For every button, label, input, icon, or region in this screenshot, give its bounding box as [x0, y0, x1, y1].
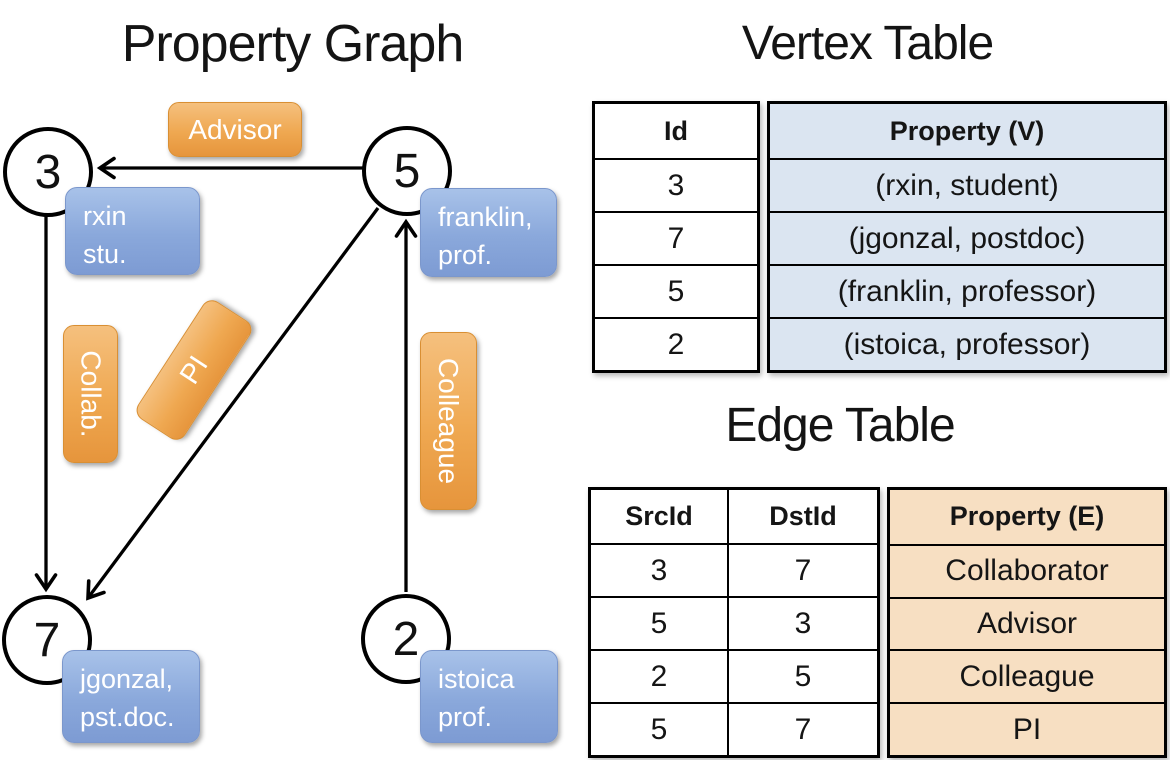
vertex-node-3: 3: [3, 127, 93, 217]
vertex-table-title: Vertex Table: [741, 17, 994, 70]
vertex-table-id-header: Id: [664, 115, 688, 146]
edge-table-property-header: Property (E): [949, 501, 1105, 532]
edge-label-colleague-text: Colleague: [433, 357, 465, 485]
vertex-table-property-cell: (jgonzal, postdoc): [770, 211, 1164, 264]
edge-table-property-cell: Colleague: [890, 649, 1164, 702]
vertex-label-rxin: rxin stu.: [65, 187, 200, 275]
vertex-table-property-column: Property (V) (rxin, student) (jgonzal, p…: [767, 101, 1167, 373]
vertex-table-id-cell: 3: [595, 158, 757, 211]
vertex-table-property-cell: (rxin, student): [770, 158, 1164, 211]
edge-table-title: Edge Table: [725, 399, 955, 452]
edge-label-collab-text: Collab.: [75, 350, 107, 438]
vertex-table-id-cell: 7: [595, 211, 757, 264]
vertex-label-franklin: franklin, prof.: [420, 188, 557, 277]
vertex-label-istoica: istoica prof.: [420, 650, 558, 743]
vertex-table-id-cell: 5: [595, 264, 757, 317]
edge-table-srcid-cell: 3: [650, 553, 668, 587]
edge-table-row: 5 7: [591, 702, 877, 755]
vertex-label-rxin-line1: rxin: [83, 201, 127, 231]
edge-table-dstid-cell: 7: [727, 704, 877, 755]
edge-label-advisor-text: Advisor: [188, 113, 282, 145]
edge-table-ids-columns: SrcId DstId 3 7 5 3 2 5 5 7: [588, 487, 880, 758]
edge-label-advisor: Advisor: [168, 102, 302, 157]
vertex-node-7-id: 7: [33, 613, 61, 667]
edge-label-colleague: Colleague: [420, 332, 477, 510]
vertex-table-property-cell: (istoica, professor): [770, 317, 1164, 370]
edge-table-dstid-cell: 3: [727, 598, 877, 649]
vertex-table-id-cell: 2: [595, 317, 757, 370]
edge-label-pi: PI: [132, 296, 256, 444]
vertex-label-jgonzal-line2: pst.doc.: [80, 702, 175, 732]
edge-table-dstid-cell: 5: [727, 651, 877, 702]
edge-table-dstid-header: DstId: [727, 490, 877, 543]
vertex-node-5-id: 5: [393, 144, 421, 198]
vertex-label-franklin-line1: franklin,: [438, 202, 533, 232]
edge-label-collab: Collab.: [63, 325, 118, 463]
vertex-table-property-header: Property (V): [889, 115, 1045, 146]
vertex-table-property-cell: (franklin, professor): [770, 264, 1164, 317]
edge-table-header-row: SrcId DstId: [591, 490, 877, 543]
edge-label-pi-text: PI: [173, 350, 214, 390]
edge-table-dstid-cell: 7: [727, 545, 877, 596]
edge-table-row: 5 3: [591, 596, 877, 649]
edge-table-property-cell: PI: [890, 702, 1164, 755]
vertex-label-jgonzal-line1: jgonzal,: [80, 664, 174, 694]
edge-table-property-cell: Collaborator: [890, 543, 1164, 597]
edge-table-srcid-header: SrcId: [625, 501, 693, 531]
vertex-label-rxin-line2: stu.: [83, 239, 127, 269]
edge-table-row: 3 7: [591, 543, 877, 596]
edge-table-row: 2 5: [591, 649, 877, 702]
edge-table-srcid-cell: 2: [650, 659, 668, 693]
edge-table-srcid-cell: 5: [650, 712, 668, 746]
vertex-label-istoica-line1: istoica: [438, 664, 515, 694]
vertex-node-3-id: 3: [34, 145, 62, 199]
vertex-label-istoica-line2: prof.: [438, 702, 493, 732]
vertex-label-jgonzal: jgonzal, pst.doc.: [62, 650, 200, 743]
vertex-node-2-id: 2: [392, 612, 420, 666]
property-graph-title: Property Graph: [121, 15, 465, 73]
edge-table-property-cell: Advisor: [890, 596, 1164, 650]
edge-table-property-column: Property (E) Collaborator Advisor Collea…: [887, 487, 1167, 758]
vertex-table-id-column: Id 3 7 5 2: [592, 101, 760, 373]
vertex-label-franklin-line2: prof.: [438, 240, 493, 270]
edge-table-srcid-cell: 5: [650, 606, 668, 640]
